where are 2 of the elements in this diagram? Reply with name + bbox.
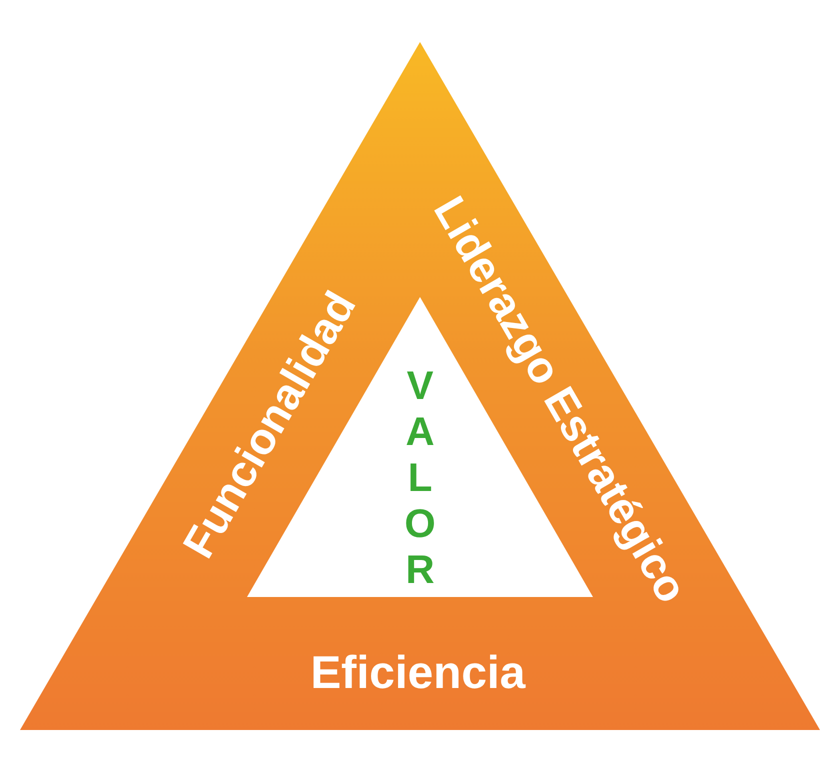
vertical-label: VALOR xyxy=(404,364,436,593)
side-label: Eficiencia xyxy=(310,645,526,699)
